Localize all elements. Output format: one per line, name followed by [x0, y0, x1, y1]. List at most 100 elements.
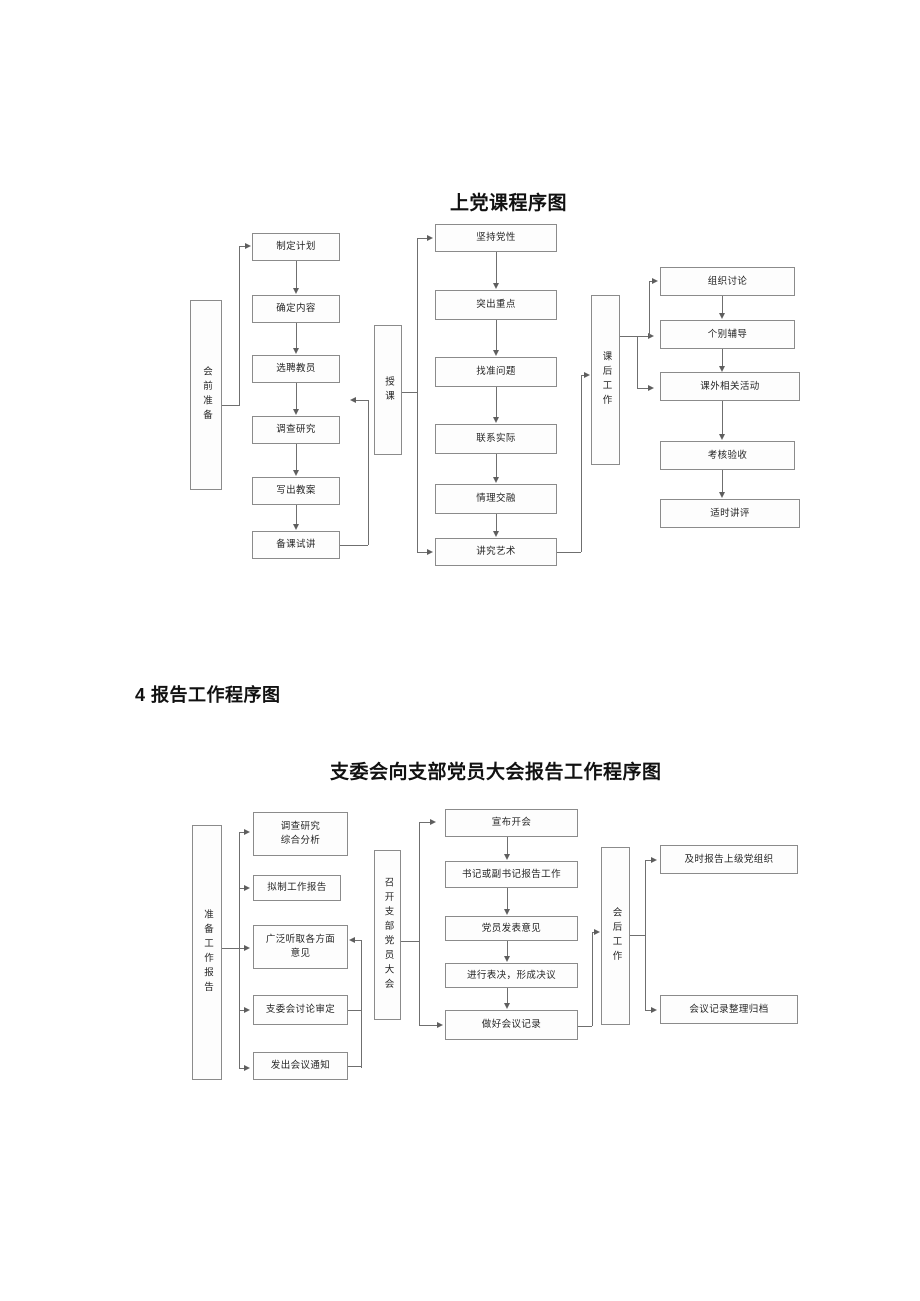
chart1-connector: [296, 261, 297, 289]
chart1-connector: [296, 383, 297, 410]
chart2-arrow-right-icon: [244, 1006, 250, 1013]
chart2-node-report-to-superior: 及时报告上级党组织: [660, 845, 798, 874]
chart2-arrow-right-icon: [437, 1021, 443, 1028]
chart2-connector: [419, 1025, 437, 1026]
chart2-arrow-right-icon: [594, 928, 600, 935]
chart2-arrow-down-icon: [503, 956, 510, 962]
chart2-node-line1: 广泛听取各方面: [265, 934, 336, 946]
chart1-connector: [649, 281, 653, 282]
chart1-connector: [637, 388, 649, 389]
chart2-arrow-right-icon: [244, 944, 250, 951]
chart1-node-connect-reality: 联系实际: [435, 424, 557, 454]
chart1-node-decide-content: 确定内容: [252, 295, 340, 323]
chart2-title: 支委会向支部党员大会报告工作程序图: [330, 762, 662, 783]
chart2-connector: [239, 948, 245, 949]
chart1-node-make-plan: 制定计划: [252, 233, 340, 261]
chart1-stage-pre-class: 会前准备: [190, 300, 222, 490]
chart1-connector: [417, 552, 428, 553]
chart2-connector: [592, 932, 593, 1026]
chart2-node-archive-minutes: 会议记录整理归档: [660, 995, 798, 1024]
chart2-connector: [239, 1068, 245, 1069]
chart2-arrow-right-icon: [651, 856, 657, 863]
chart2-stage-after-meeting: 会后工作: [601, 847, 630, 1025]
chart1-connector: [296, 323, 297, 349]
chart1-arrow-down-icon: [292, 288, 299, 294]
chart1-arrow-down-icon: [492, 477, 499, 483]
chart1-arrow-down-icon: [292, 470, 299, 476]
chart2-connector: [630, 935, 645, 936]
chart2-connector: [239, 832, 240, 1068]
chart1-arrow-down-icon: [292, 409, 299, 415]
chart1-arrow-down-icon: [718, 366, 725, 372]
section-heading-report-work: 4 报告工作程序图: [135, 685, 281, 705]
chart2-node-line2: 综合分析: [280, 835, 321, 846]
chart1-arrow-down-icon: [492, 283, 499, 289]
chart1-connector: [239, 246, 246, 247]
chart2-arrow-right-icon: [651, 1006, 657, 1013]
chart2-connector: [645, 860, 652, 861]
chart2-connector: [348, 1066, 361, 1067]
chart1-connector: [496, 320, 497, 350]
chart1-node-organize-discussion: 组织讨论: [660, 267, 795, 296]
chart2-connector: [222, 948, 239, 949]
chart1-arrow-down-icon: [492, 531, 499, 537]
chart1-arrow-down-icon: [718, 434, 725, 440]
chart1-arrow-down-icon: [492, 417, 499, 423]
chart1-connector: [417, 238, 418, 553]
chart2-connector: [419, 822, 420, 1025]
chart2-arrow-down-icon: [503, 909, 510, 915]
chart1-connector: [340, 545, 368, 546]
chart1-connector: [296, 505, 297, 525]
chart1-connector: [722, 470, 723, 492]
chart1-node-blend-reason-emotion: 情理交融: [435, 484, 557, 514]
chart2-arrow-down-icon: [503, 1003, 510, 1009]
chart1-connector: [620, 336, 637, 337]
chart1-connector: [402, 392, 417, 393]
chart2-connector: [401, 941, 419, 942]
chart1-connector: [557, 552, 581, 553]
chart1-arrow-right-icon: [652, 277, 658, 284]
chart1-connector: [496, 387, 497, 417]
chart1-node-assessment-acceptance: 考核验收: [660, 441, 795, 470]
chart1-connector: [722, 349, 723, 366]
chart2-node-research-analysis: 调查研究 综合分析: [253, 812, 348, 856]
chart2-arrow-right-icon: [244, 884, 250, 891]
chart1-arrow-left-icon: [350, 396, 356, 403]
chart2-connector: [239, 832, 245, 833]
chart2-connector: [348, 1010, 361, 1011]
chart1-connector: [296, 444, 297, 471]
chart2-node-branch-committee-review: 支委会讨论审定: [253, 995, 348, 1025]
chart1-arrow-right-icon: [584, 371, 590, 378]
chart2-connector: [239, 888, 245, 889]
chart1-node-uphold-party-spirit: 坚持党性: [435, 224, 557, 252]
chart1-node-extracurricular-activities: 课外相关活动: [660, 372, 800, 401]
chart2-arrow-right-icon: [430, 818, 436, 825]
chart1-stage-lecture: 授课: [374, 325, 402, 455]
chart1-connector: [356, 400, 368, 401]
chart1-connector: [722, 401, 723, 434]
chart1-arrow-down-icon: [718, 492, 725, 498]
chart2-node-line2: 意见: [290, 948, 311, 959]
chart1-connector: [581, 375, 582, 552]
chart1-connector: [368, 400, 369, 545]
chart2-stage-hold-member-meeting: 召开支部党员大会: [374, 850, 401, 1020]
chart2-connector: [507, 837, 508, 854]
chart1-connector: [239, 246, 240, 406]
chart2-arrow-right-icon: [244, 1064, 250, 1071]
chart2-node-announce-meeting: 宣布开会: [445, 809, 578, 837]
chart2-connector: [239, 1010, 245, 1011]
chart2-node-gather-opinions: 广泛听取各方面 意见: [253, 925, 348, 969]
chart1-arrow-down-icon: [718, 313, 725, 319]
chart1-arrow-right-icon: [427, 234, 433, 241]
chart1-connector: [722, 296, 723, 313]
chart2-connector: [361, 940, 362, 1068]
chart2-connector: [578, 1026, 592, 1027]
chart2-connector: [507, 888, 508, 909]
chart2-arrow-left-icon: [349, 936, 355, 943]
chart2-connector: [355, 940, 361, 941]
chart1-title: 上党课程序图: [450, 193, 568, 214]
chart1-node-research: 调查研究: [252, 416, 340, 444]
chart2-connector: [419, 822, 431, 823]
chart2-node-issue-meeting-notice: 发出会议通知: [253, 1052, 348, 1080]
